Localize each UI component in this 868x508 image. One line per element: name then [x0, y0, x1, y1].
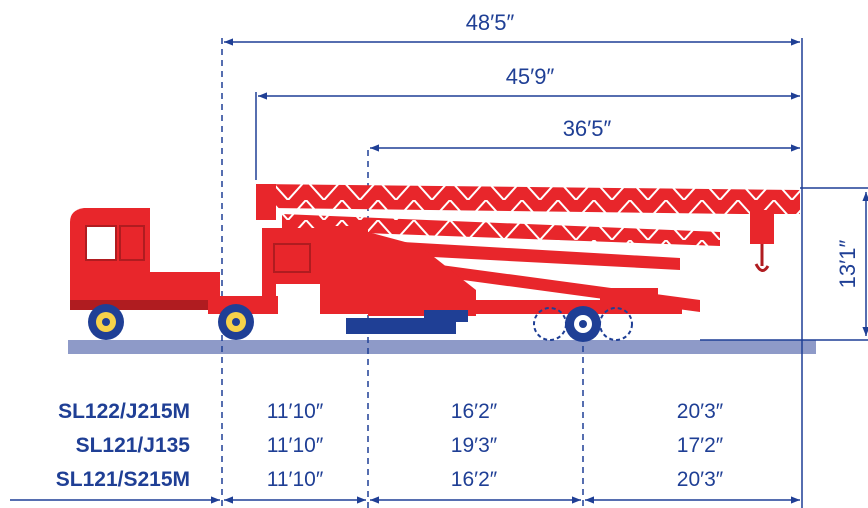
row-2-col-3: 17′2″: [677, 434, 724, 457]
row-2-col-1: 11′10″: [267, 434, 324, 457]
dimension-table: SL122/J215M 11′10″ 16′2″ 20′3″ SL121/J13…: [56, 400, 724, 491]
dim-overall-length: 48′5″: [466, 10, 515, 35]
dim-height: 13′1″: [835, 239, 860, 288]
table-row: SL121/S215M 11′10″ 16′2″ 20′3″: [56, 468, 724, 491]
row-1-col-3: 20′3″: [677, 400, 724, 423]
row-3-col-3: 20′3″: [677, 468, 724, 491]
table-row: SL121/J135 11′10″ 19′3″ 17′2″: [76, 434, 724, 457]
row-1-model: SL122/J215M: [58, 400, 190, 423]
dimension-lines: [10, 38, 868, 504]
ground-strip: [68, 340, 816, 354]
row-3-col-2: 16′2″: [451, 468, 498, 491]
table-row: SL122/J215M 11′10″ 16′2″ 20′3″: [58, 400, 724, 423]
dim-rear-length: 36′5″: [563, 116, 612, 141]
tower-crane-folded-icon: [256, 184, 800, 342]
row-3-model: SL121/S215M: [56, 468, 190, 491]
row-2-col-2: 19′3″: [451, 434, 498, 457]
truck-tractor-icon: [70, 208, 278, 340]
row-1-col-2: 16′2″: [451, 400, 498, 423]
row-3-col-1: 11′10″: [267, 468, 324, 491]
row-1-col-1: 11′10″: [267, 400, 324, 423]
dim-boom-length: 45′9″: [506, 64, 555, 89]
row-2-model: SL121/J135: [76, 434, 191, 457]
